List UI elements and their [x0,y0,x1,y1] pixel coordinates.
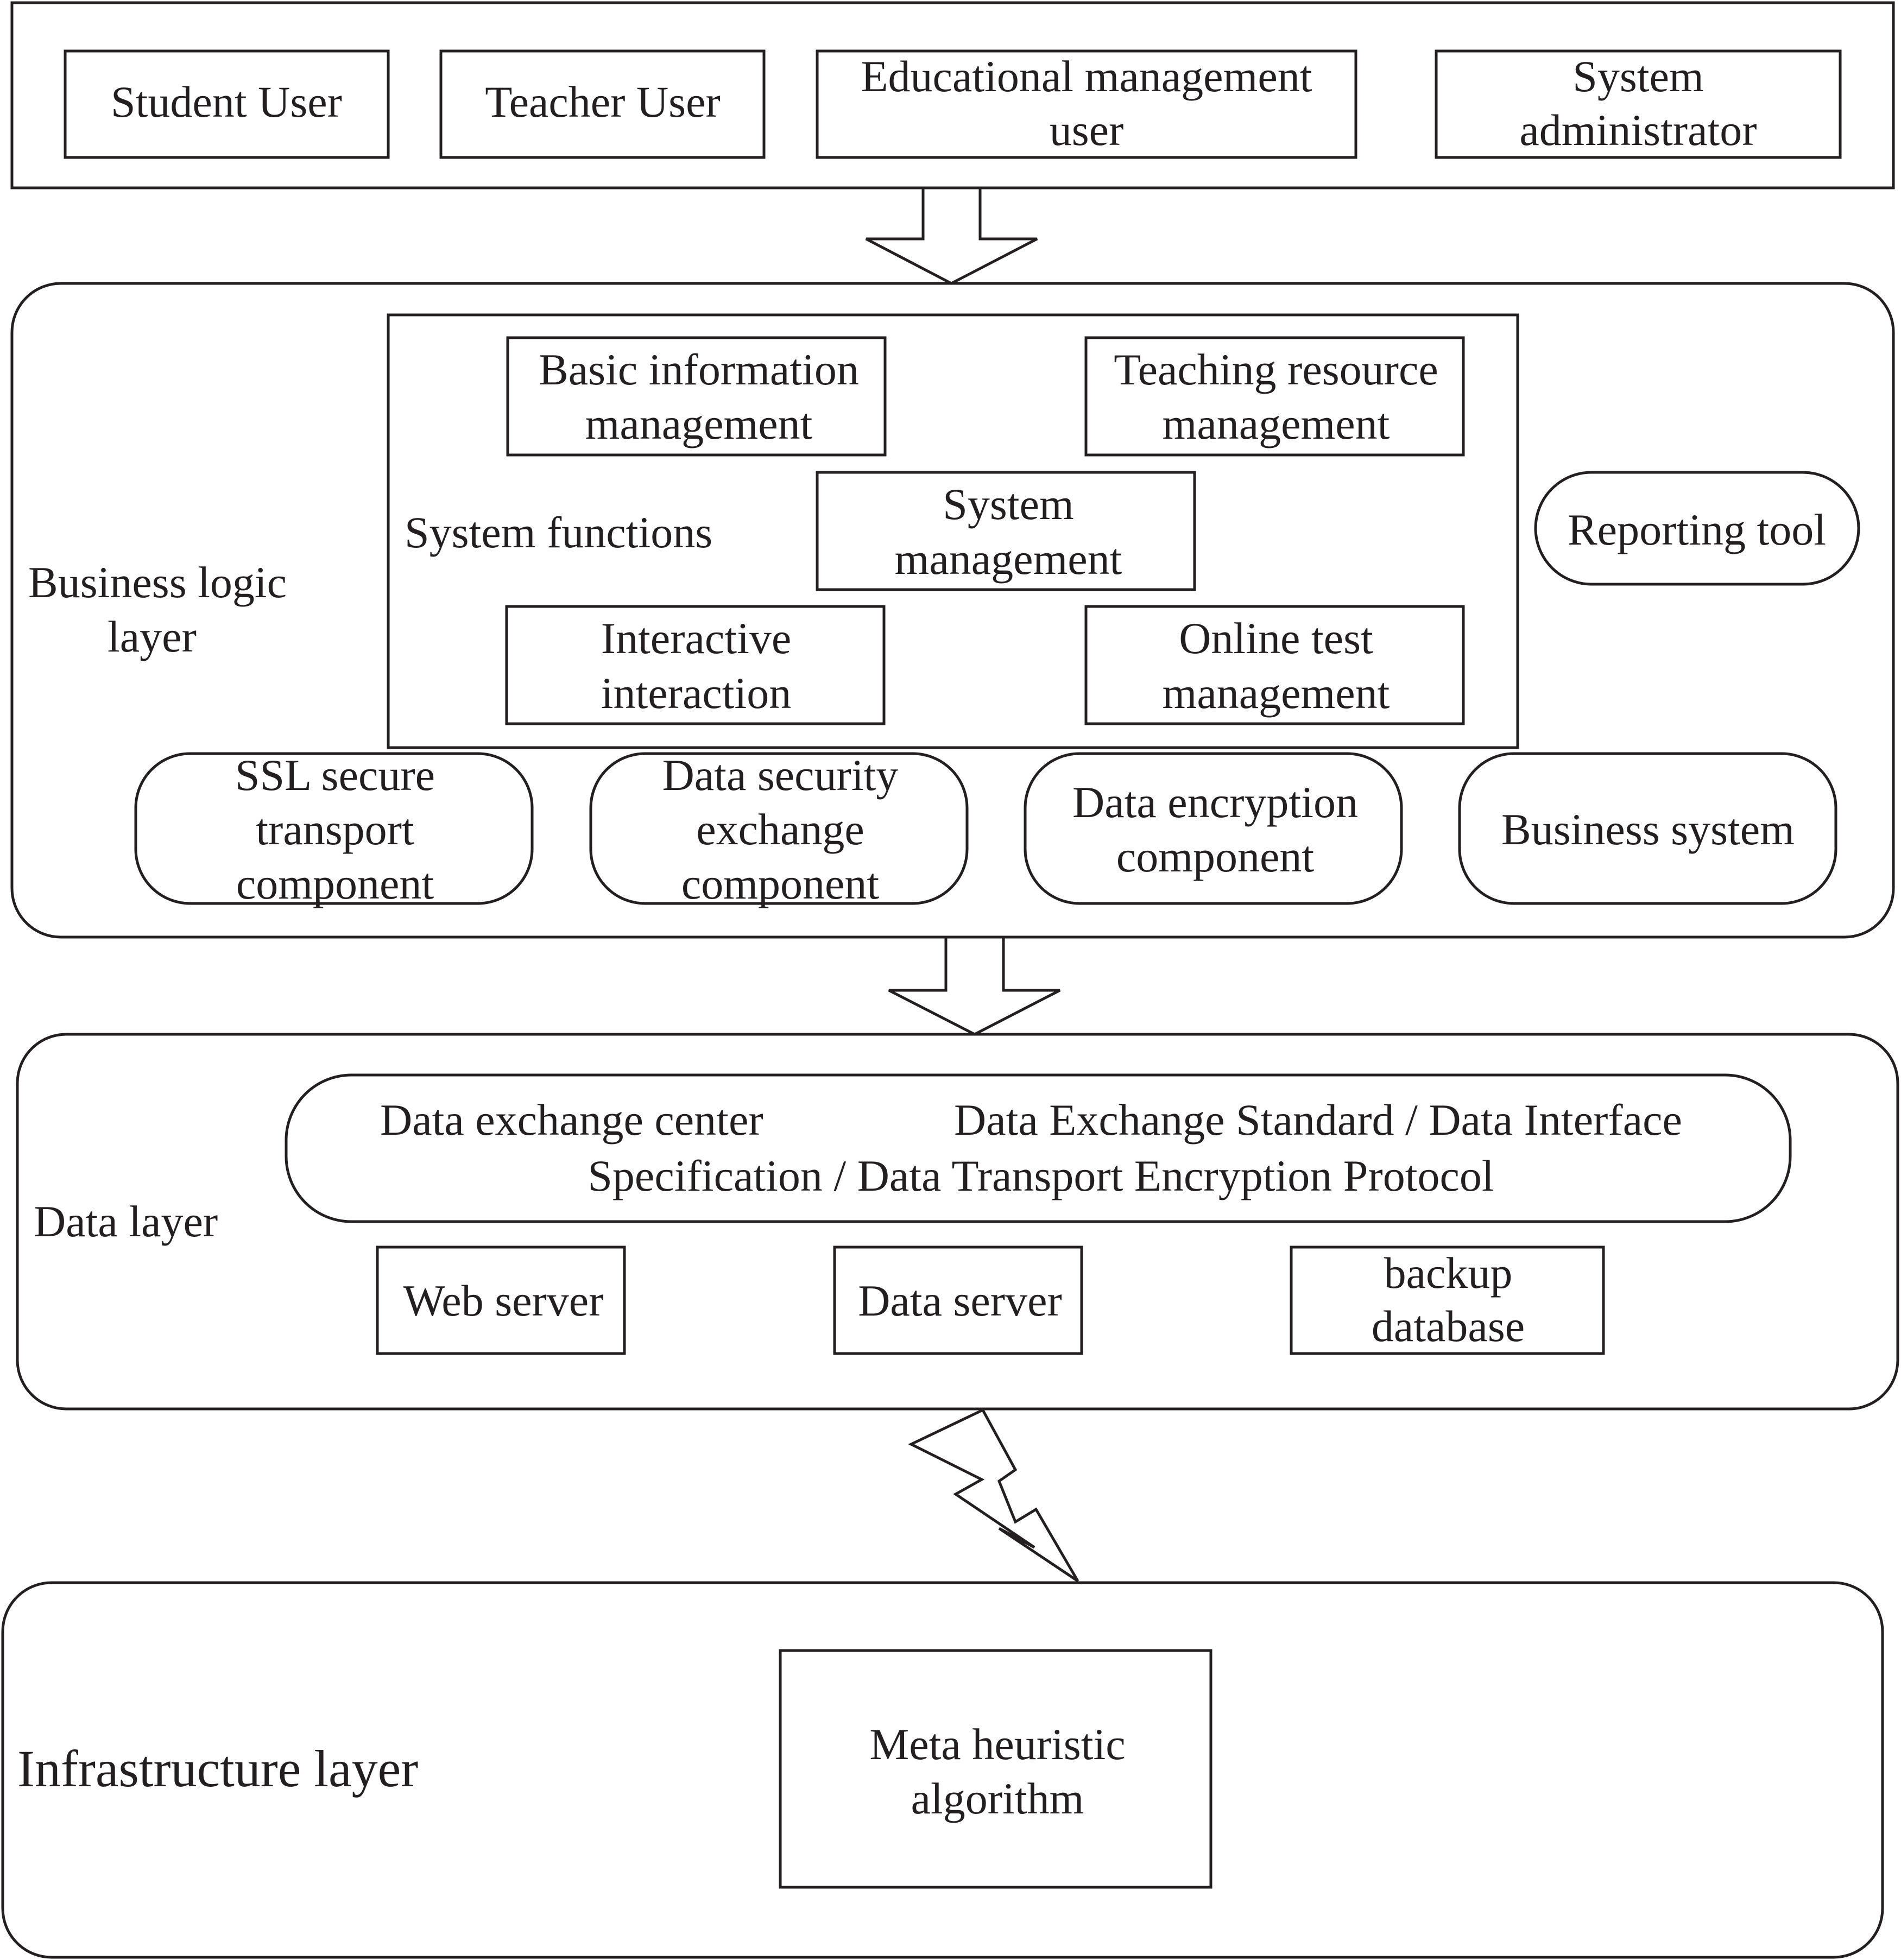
meta-heuristic-algorithm-box: Meta heuristic algorithm [779,1649,1212,1889]
system-functions-label: System functions [405,508,712,557]
teacher-user-box: Teacher User [439,49,766,159]
meta-heuristic-algorithm-line1: Meta heuristic [869,1719,1125,1769]
educational-management-user-line1: Educational management [861,52,1312,101]
down-arrow-icon [865,186,1038,285]
basic-information-management-line1: Basic information [539,345,859,394]
reporting-tool-label: Reporting tool [1568,505,1826,554]
educational-management-user-line2: user [1050,105,1124,155]
data-encryption-component-line1: Data encryption [1072,777,1358,827]
data-layer-frame [16,1033,1899,1411]
down-arrow-icon [888,935,1061,1036]
interactive-interaction-line2: interaction [601,668,792,718]
web-server-box: Web server [376,1245,626,1355]
system-management-line2: management [895,534,1122,584]
system-administrator-line2: administrator [1519,105,1757,155]
infrastructure-layer: Infrastructure layer Meta heuristic algo… [1,1581,1884,1959]
basic-information-management-box: Basic information management [506,336,887,457]
infrastructure-layer-label: Infrastructure layer [17,1740,418,1798]
data-encryption-component-box: Data encryption component [1024,752,1403,905]
data-security-exchange-component-box: Data security exchange component [589,750,969,908]
reporting-tool-box: Reporting tool [1534,471,1860,586]
backup-database-line2: database [1372,1301,1525,1351]
web-server-label: Web server [403,1276,603,1325]
backup-database-box: backup database [1290,1245,1605,1355]
ssl-component-line3: component [236,859,434,908]
teaching-resource-management-line1: Teaching resource [1114,345,1438,394]
system-management-box: System management [816,471,1196,591]
online-test-management-line2: management [1163,668,1390,718]
teaching-resource-management-box: Teaching resource management [1084,336,1465,457]
data-security-component-line3: component [681,859,880,908]
interactive-interaction-box: Interactive interaction [505,605,886,725]
data-encryption-component-line2: component [1116,832,1315,881]
student-user-box: Student User [64,49,390,159]
meta-heuristic-algorithm-line2: algorithm [911,1774,1084,1823]
system-administrator-line1: System [1572,52,1703,101]
online-test-management-box: Online test management [1084,605,1465,725]
business-system-label: Business system [1501,805,1795,854]
business-logic-layer-label-line2: layer [108,612,197,661]
educational-management-user-box: Educational management user [816,49,1357,159]
data-exchange-standard-line2: Specification / Data Transport Encryptio… [588,1151,1494,1200]
data-layer-label: Data layer [34,1197,218,1246]
business-system-box: Business system [1458,752,1837,905]
ssl-component-line1: SSL secure [235,750,435,800]
system-functions-frame [387,313,1519,749]
interactive-interaction-line1: Interactive [601,614,792,663]
backup-database-line1: backup [1384,1248,1513,1298]
infrastructure-layer-frame [1,1581,1884,1959]
student-user-label: Student User [111,77,342,127]
online-test-management-line1: Online test [1179,614,1373,663]
data-exchange-standard-line1: Data Exchange Standard / Data Interface [954,1095,1682,1145]
basic-information-management-line2: management [585,399,813,448]
business-logic-layer: Business logic layer System functions Ba… [10,282,1895,939]
ssl-secure-transport-component-box: SSL secure transport component [134,750,534,908]
data-security-component-line2: exchange [696,805,864,854]
data-exchange-center-box: Data exchange center Data Exchange Stand… [285,1073,1792,1223]
lightning-bolt-icon [908,1408,1079,1583]
user-layer: Student User Teacher User Educational ma… [10,1,1895,189]
teaching-resource-management-line2: management [1163,399,1390,448]
system-management-line1: System [943,479,1073,529]
data-layer: Data layer Data exchange center Data Exc… [16,1033,1899,1411]
data-exchange-center-label: Data exchange center [380,1095,763,1145]
data-server-box: Data server [833,1245,1083,1355]
business-logic-layer-label-line1: Business logic [28,558,287,607]
system-functions-group: System functions Basic information manag… [387,313,1519,749]
data-server-label: Data server [858,1276,1062,1325]
teacher-user-label: Teacher User [485,77,721,127]
data-security-component-line1: Data security [662,750,899,800]
ssl-component-line2: transport [256,805,414,854]
system-administrator-box: System administrator [1435,49,1842,159]
